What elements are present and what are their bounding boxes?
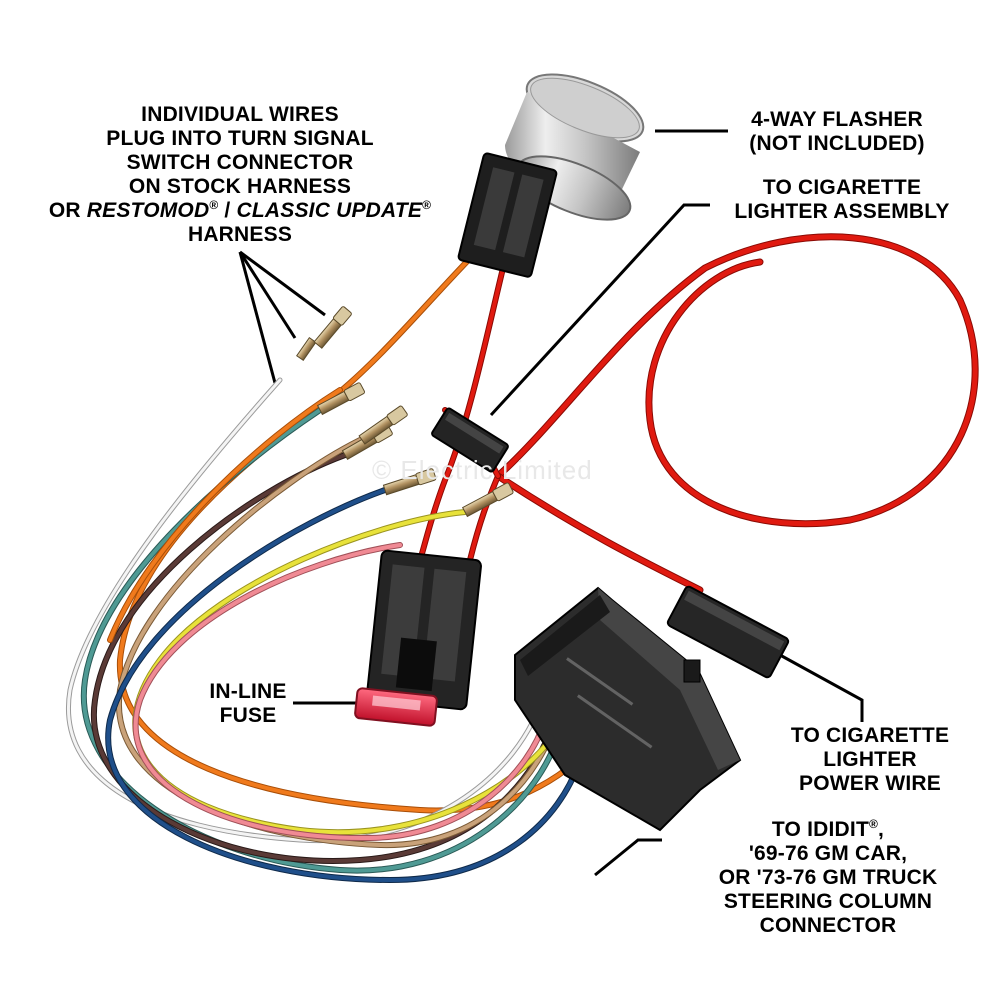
- label-inline-fuse: IN-LINE FUSE: [200, 680, 296, 728]
- label-flasher-line2: (NOT INCLUDED): [749, 132, 925, 155]
- spade-terminals: [296, 306, 514, 518]
- terminal-2: [316, 382, 365, 416]
- terminal-6: [461, 482, 514, 518]
- label-column-connector-line2: '69-76 GM CAR,: [748, 842, 908, 865]
- label-lighter-assembly-line2: LIGHTER ASSEMBLY: [734, 200, 950, 223]
- restomod-registered-mark: ®: [209, 198, 219, 212]
- label-individual-wires-line4: ON STOCK HARNESS: [128, 175, 352, 198]
- label-inline-fuse-line2: FUSE: [219, 704, 277, 727]
- terminal-4: [358, 405, 408, 445]
- label-lighter-power-line3: POWER WIRE: [799, 772, 941, 795]
- label-lighter-power: TO CIGARETTE LIGHTER POWER WIRE: [770, 724, 970, 796]
- leader-lighter-power: [779, 653, 864, 722]
- lighter-power-connector: [666, 585, 790, 679]
- individual-wires: [66, 377, 583, 884]
- ididit-registered-mark: ®: [869, 817, 879, 831]
- label-column-connector-line5: CONNECTOR: [759, 914, 897, 937]
- ididit-comma: ,: [878, 818, 885, 841]
- label-lighter-assembly: TO CIGARETTE LIGHTER ASSEMBLY: [712, 176, 972, 224]
- leader-individual-wire-3: [239, 250, 326, 317]
- flasher-unit: [457, 73, 645, 278]
- label-column-connector-line4: STEERING COLUMN: [723, 890, 933, 913]
- label-flasher: 4-WAY FLASHER (NOT INCLUDED): [732, 108, 942, 156]
- leader-lines: [238, 129, 864, 877]
- inline-fuse-holder: [354, 549, 482, 727]
- leader-individual-wire-2: [238, 251, 297, 339]
- classic-update-text: CLASSIC UPDATE: [236, 199, 423, 222]
- lighter-assembly-connector: [431, 407, 509, 473]
- line5-separator: /: [218, 199, 237, 222]
- classic-update-registered-mark: ®: [422, 198, 432, 212]
- label-individual-wires-line5: OR RESTOMOD® / CLASSIC UPDATE®: [20, 199, 460, 223]
- leader-column-connector: [594, 838, 662, 877]
- terminal-white: [296, 336, 317, 361]
- ididit-text: TO IDIDIT: [771, 818, 869, 841]
- label-individual-wires-line6: HARNESS: [187, 223, 293, 246]
- column-connector-block: [514, 586, 742, 832]
- label-lighter-power-line2: LIGHTER: [823, 748, 917, 771]
- red-wire-loop: [494, 233, 979, 594]
- leader-individual-wire-1: [238, 251, 277, 384]
- terminal-1: [313, 306, 352, 349]
- watermark: © Electric Limited: [372, 455, 593, 485]
- restomod-text: RESTOMOD: [86, 199, 210, 222]
- label-inline-fuse-line1: IN-LINE: [209, 680, 287, 703]
- label-lighter-power-line1: TO CIGARETTE: [790, 724, 950, 747]
- label-lighter-assembly-line1: TO CIGARETTE: [762, 176, 922, 199]
- label-individual-wires-line1: INDIVIDUAL WIRES: [141, 103, 339, 126]
- label-column-connector: TO IDIDIT®, '69-76 GM CAR, OR '73-76 GM …: [668, 818, 988, 938]
- label-flasher-line1: 4-WAY FLASHER: [751, 108, 923, 131]
- label-column-connector-line1: TO IDIDIT®,: [668, 818, 988, 842]
- label-individual-wires-line2: PLUG INTO TURN SIGNAL: [106, 127, 374, 150]
- leader-lighter-assembly: [489, 203, 710, 417]
- label-column-connector-line3: OR '73-76 GM TRUCK: [718, 866, 938, 889]
- terminal-5: [382, 468, 437, 496]
- label-individual-wires: INDIVIDUAL WIRES PLUG INTO TURN SIGNAL S…: [20, 103, 460, 247]
- line5-prefix: OR: [48, 199, 87, 222]
- label-individual-wires-line3: SWITCH CONNECTOR: [126, 151, 354, 174]
